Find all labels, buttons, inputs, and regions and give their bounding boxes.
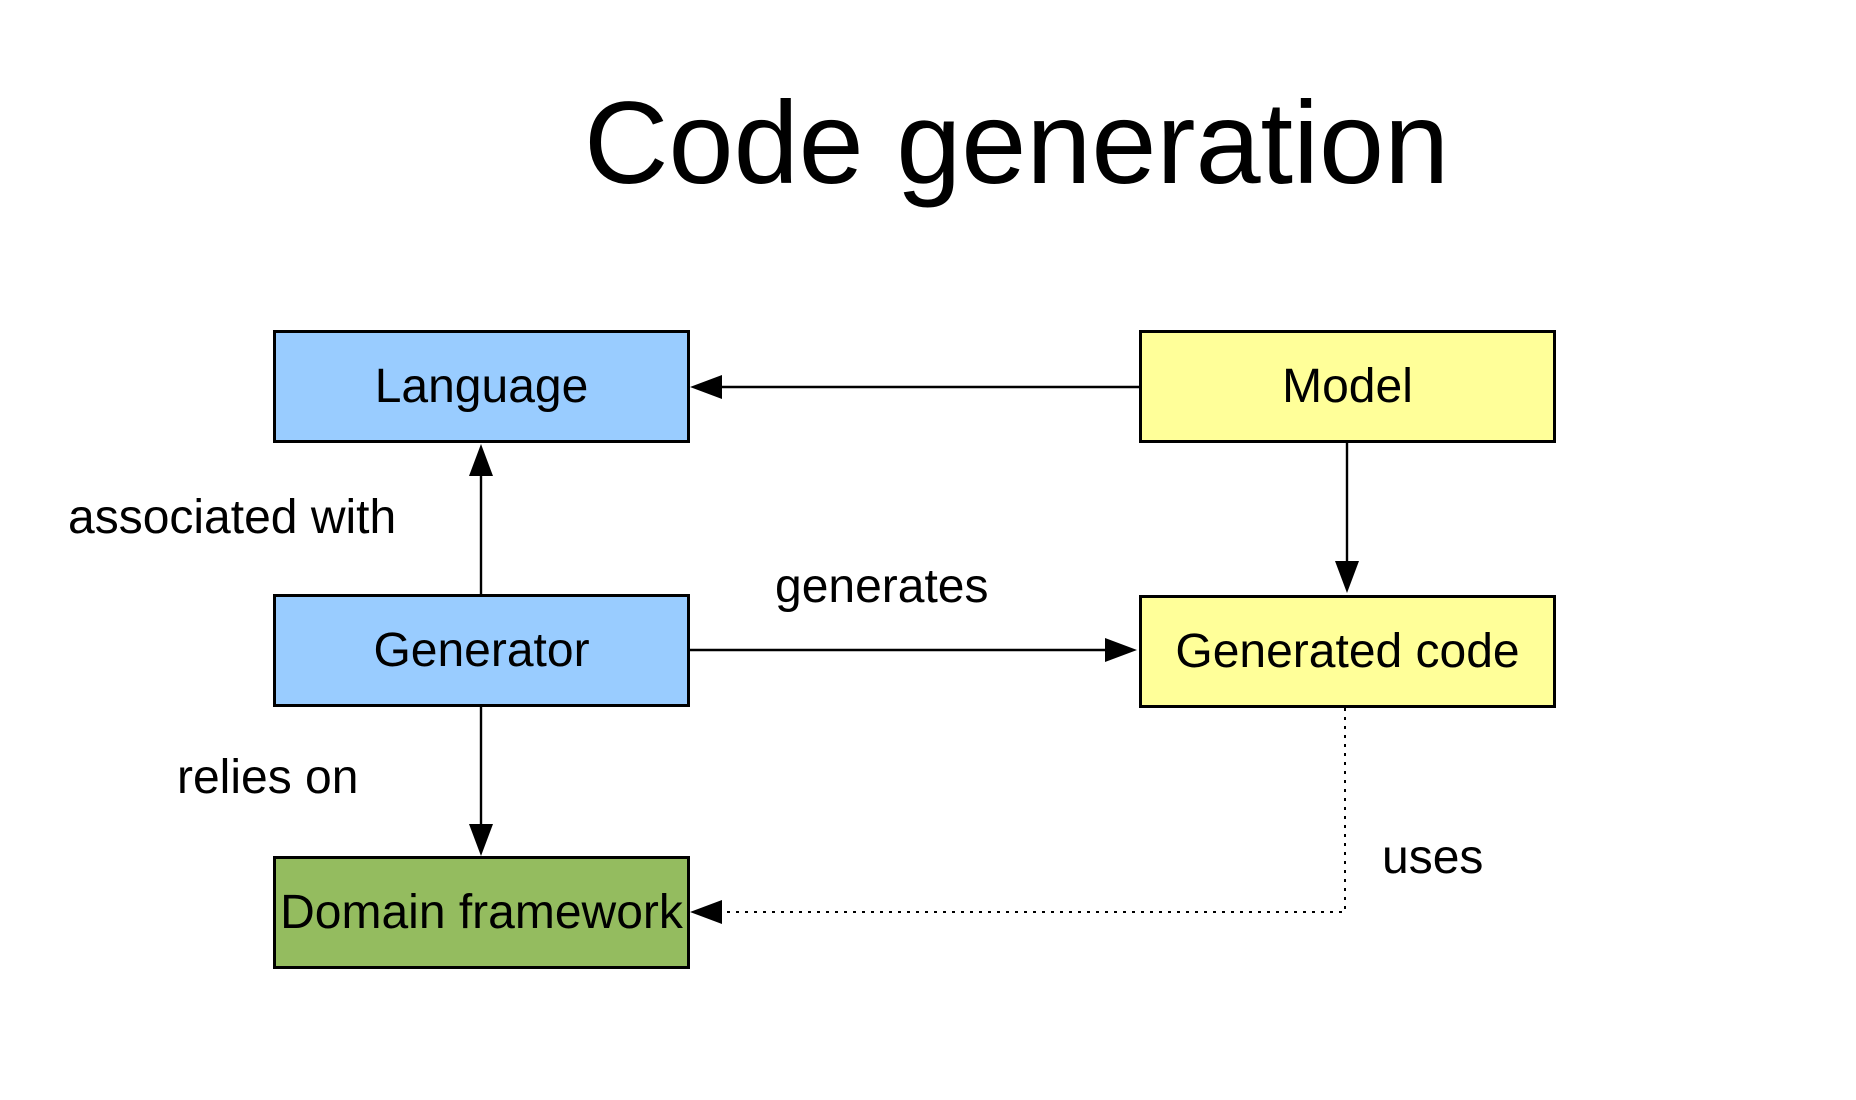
edge-generated-code-to-domain-framework	[690, 708, 1346, 924]
node-generator: Generator	[273, 594, 690, 707]
node-domain-framework-label: Domain framework	[280, 885, 683, 939]
node-domain-framework: Domain framework	[273, 856, 690, 969]
node-language-label: Language	[374, 359, 589, 413]
edge-generator-to-language	[469, 444, 493, 594]
edge-label-generates: generates	[775, 560, 989, 613]
edge-model-to-generated-code	[1335, 443, 1359, 593]
edge-label-associated-with: associated with	[68, 491, 397, 544]
diagram-title: Code generation	[584, 77, 1450, 208]
node-generated-code: Generated code	[1139, 595, 1556, 708]
node-language: Language	[273, 330, 690, 443]
edge-generator-to-generated-code	[690, 638, 1137, 662]
node-model-label: Model	[1282, 359, 1413, 413]
node-generator-label: Generator	[373, 623, 590, 677]
edge-generator-to-domain-framework	[469, 706, 493, 856]
edge-label-relies-on: relies on	[177, 751, 359, 804]
edge-label-uses: uses	[1382, 831, 1484, 884]
edge-model-to-language	[690, 375, 1139, 399]
node-model: Model	[1139, 330, 1556, 443]
node-generated-code-label: Generated code	[1175, 624, 1520, 678]
